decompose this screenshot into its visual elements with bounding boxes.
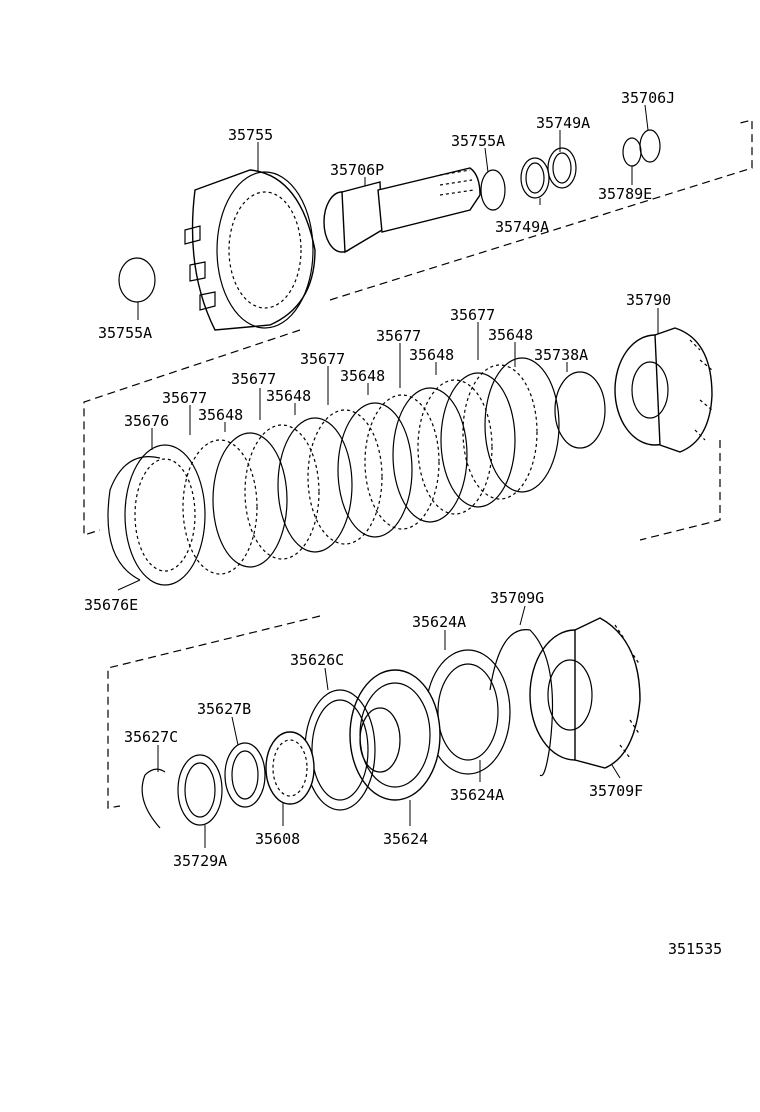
disc-35677-3[interactable]	[392, 387, 468, 523]
label-35677-a: 35677	[450, 306, 495, 324]
pressure-plate-35676[interactable]	[124, 444, 206, 586]
label-35648-a: 35648	[488, 326, 533, 344]
label-35676: 35676	[124, 412, 169, 430]
disc-35677-6[interactable]	[212, 432, 288, 568]
label-35706J: 35706J	[621, 89, 675, 107]
washer-35749A-a-inner	[525, 162, 545, 194]
label-35627B: 35627B	[197, 700, 251, 718]
label-35648-b: 35648	[409, 346, 454, 364]
plate-35729A[interactable]	[177, 754, 223, 826]
label-35755A-top: 35755A	[451, 132, 505, 150]
disc-35648-5[interactable]	[244, 424, 320, 560]
washer-35749A-a[interactable]	[520, 157, 550, 199]
snap-ring-35676E[interactable]	[107, 456, 161, 581]
disc-35677-4[interactable]	[337, 402, 413, 538]
disc-35648-2[interactable]	[417, 379, 493, 515]
label-35749A-top: 35749A	[536, 114, 590, 132]
label-35648-e: 35648	[198, 406, 243, 424]
clutch-discs	[124, 357, 560, 586]
disc-35648-6[interactable]	[182, 439, 258, 575]
washer-35627B-inner	[231, 750, 259, 800]
label-35626C: 35626C	[290, 651, 344, 669]
label-35789E: 35789E	[598, 185, 652, 203]
label-35729A: 35729A	[173, 852, 227, 870]
clutch-drum-35790[interactable]	[614, 327, 713, 453]
label-35608: 35608	[255, 830, 300, 848]
thrust-washer-35738A[interactable]	[554, 371, 606, 449]
plate-35729A-inner	[184, 762, 216, 818]
bearing-35706J[interactable]	[639, 129, 661, 163]
label-35624A-bottom: 35624A	[450, 786, 504, 804]
label-35706P: 35706P	[330, 161, 384, 179]
disc-35677-5[interactable]	[277, 417, 353, 553]
label-35627C: 35627C	[124, 728, 178, 746]
diagram-id: 351535	[668, 940, 722, 958]
label-35624A-top: 35624A	[412, 613, 466, 631]
group-boundaries	[83, 119, 753, 809]
snap-ring-35627C[interactable]	[141, 768, 166, 829]
snap-ring-35755A-top[interactable]	[480, 169, 506, 211]
disc-35677-1[interactable]	[484, 357, 560, 493]
label-35677-d: 35677	[231, 370, 276, 388]
snap-ring-35709G[interactable]	[489, 629, 554, 777]
washer-35627B[interactable]	[224, 742, 266, 808]
label-35738A: 35738A	[534, 346, 588, 364]
label-35677-c: 35677	[300, 350, 345, 368]
pressure-plate-35676-inner	[134, 458, 196, 572]
shaft-35706P[interactable]	[323, 167, 481, 254]
bearing-35608[interactable]	[265, 731, 315, 805]
label-35648-d: 35648	[266, 387, 311, 405]
disc-35648-3[interactable]	[364, 394, 440, 530]
washer-35749A-b[interactable]	[547, 147, 577, 189]
label-35755: 35755	[228, 126, 273, 144]
snap-ring-35755A-left[interactable]	[118, 257, 156, 303]
label-35709F: 35709F	[589, 782, 643, 800]
label-35755A-left: 35755A	[98, 324, 152, 342]
washer-35749A-b-inner	[552, 152, 572, 184]
label-35676E: 35676E	[84, 596, 138, 614]
label-35677-e: 35677	[162, 389, 207, 407]
label-35677-b: 35677	[376, 327, 421, 345]
label-35648-c: 35648	[340, 367, 385, 385]
part-labels: 35706J 35749A 35755 35755A 35706P 35789E…	[84, 89, 675, 870]
leader-lines	[117, 104, 659, 848]
disc-35648-4[interactable]	[307, 409, 383, 545]
disc-35677-2[interactable]	[440, 372, 516, 508]
label-35624: 35624	[383, 830, 428, 848]
seal-35624A-inner[interactable]	[437, 663, 499, 761]
washer-35789E[interactable]	[622, 137, 642, 167]
piston-35624[interactable]	[349, 669, 441, 801]
drum-35709F[interactable]	[529, 617, 641, 769]
drum-35755[interactable]	[184, 169, 316, 331]
disc-35648-1[interactable]	[462, 364, 538, 500]
label-35749A-bottom: 35749A	[495, 218, 549, 236]
label-35709G: 35709G	[490, 589, 544, 607]
label-35790: 35790	[626, 291, 671, 309]
